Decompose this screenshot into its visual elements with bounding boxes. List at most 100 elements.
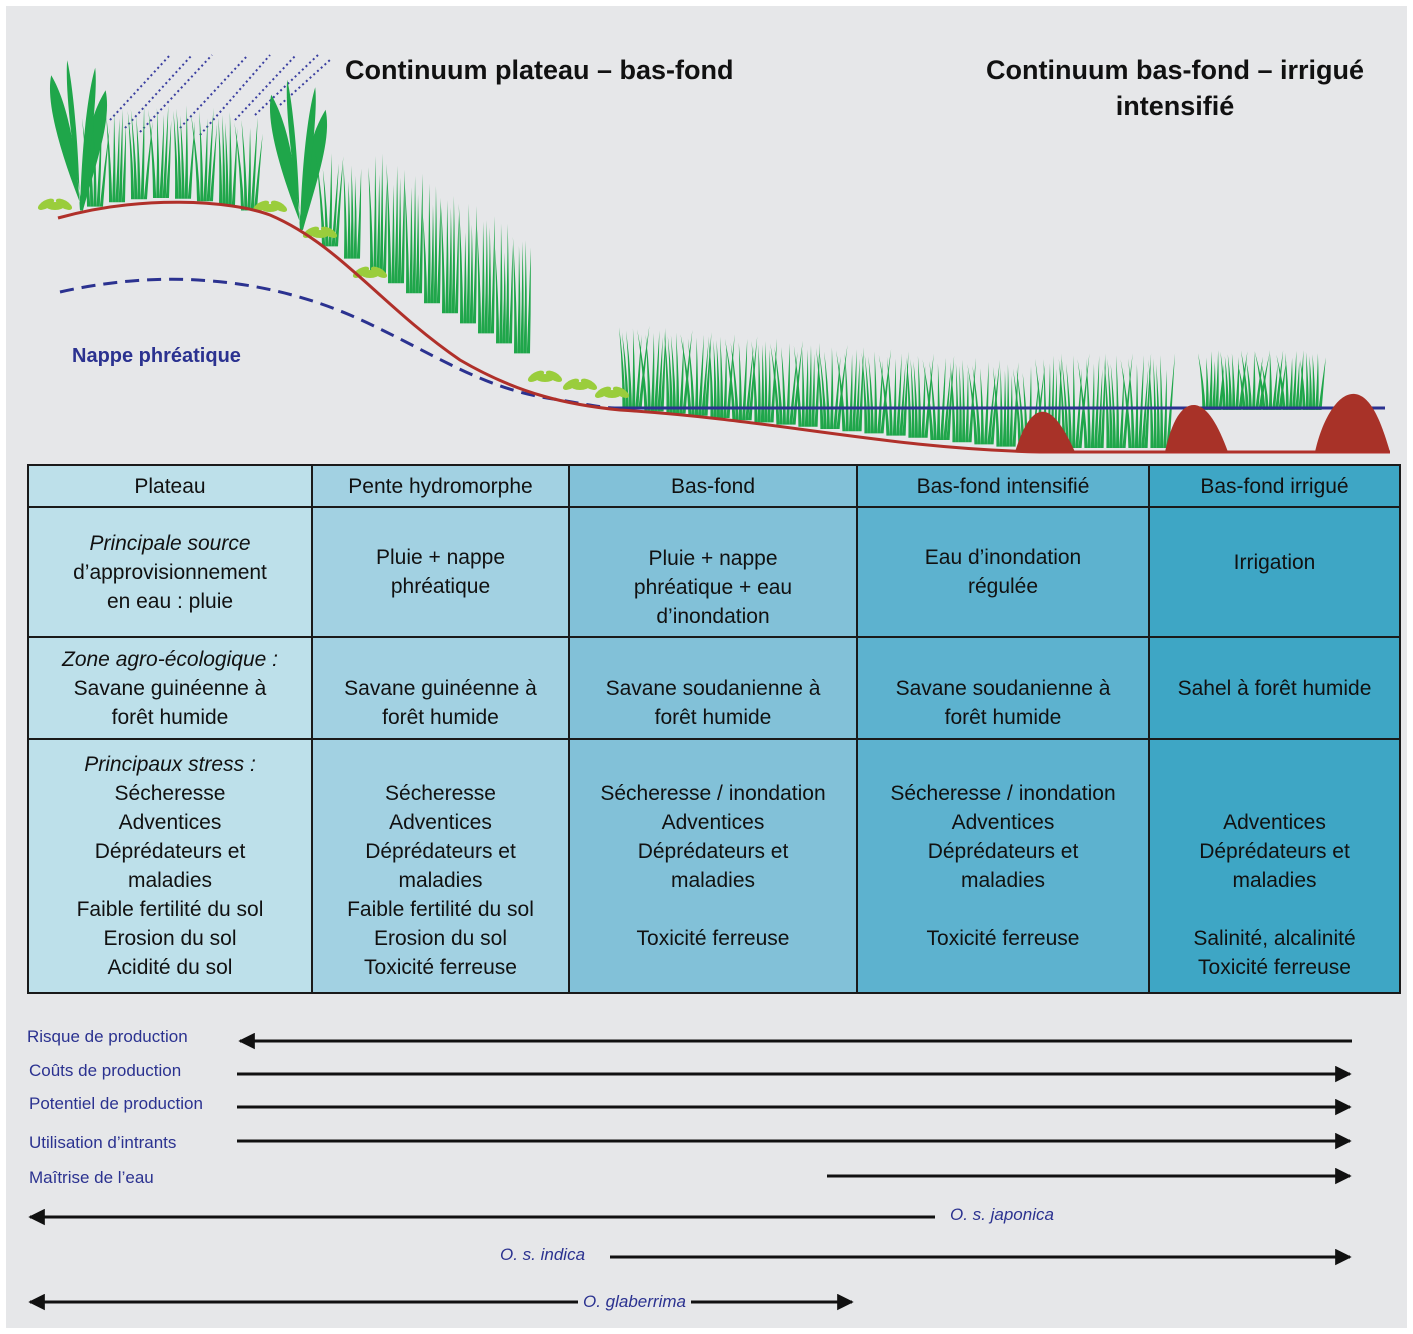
plant-leaf [203, 118, 208, 202]
plant-leaf [967, 364, 978, 445]
plant-leaf [1208, 351, 1213, 410]
cell-line: maladies [960, 869, 1046, 892]
plant-leaf [878, 354, 890, 436]
cell-line: forêt humide [654, 705, 772, 729]
plant-leaf [760, 344, 765, 423]
cell-line: Adventices [1223, 811, 1326, 834]
plant-leaf [427, 183, 431, 304]
plant-leaf [1212, 361, 1216, 410]
plant-leaf [670, 335, 676, 414]
plant-leaf [1006, 364, 1010, 447]
plant-leaf [1156, 364, 1160, 448]
plant-leaf [234, 122, 245, 211]
plant-leaf [253, 133, 263, 211]
plant-leaf [353, 175, 357, 259]
label-glaberrima: O. glaberrima [578, 1292, 691, 1312]
rice-plants [37, 60, 1326, 449]
plant-leaf [148, 109, 157, 199]
label-couts-production: Coûts de production [29, 1061, 182, 1080]
plant-leaf [1315, 353, 1319, 410]
cell-line: Faible fertilité du sol [347, 898, 534, 921]
bunds [1015, 393, 1390, 452]
landscape-illustration [37, 54, 1390, 454]
plant-leaf [1312, 354, 1316, 410]
cell-line: Pluie + nappe [375, 546, 506, 569]
plant-leaf [902, 351, 909, 436]
table-header-row: Plateau Pente hydromorphe Bas-fond Bas-f… [27, 464, 1401, 508]
plant-leaf [943, 368, 952, 440]
plant-leaf [626, 330, 632, 410]
plant-leaf [774, 346, 783, 425]
plant-leaf [481, 221, 485, 334]
cell-line: Adventices [389, 811, 492, 834]
plant-leaf [1107, 358, 1113, 448]
plant-leaf [523, 240, 527, 354]
plant-leaf [404, 180, 410, 294]
plant-leaf [748, 336, 758, 421]
seedling-leaf [370, 266, 388, 278]
plant-leaf [1295, 361, 1300, 410]
plant-leaf [814, 342, 820, 427]
cell-agro-zone-intensifie: Savane soudanienne à forêt humide [856, 636, 1150, 740]
plant-leaf [490, 216, 495, 334]
plant-leaf [645, 334, 651, 412]
cell-line: phréatique + eau [633, 575, 793, 599]
plant-leaf [347, 181, 351, 259]
plant-leaf [789, 351, 798, 425]
plant-leaf [187, 121, 196, 199]
header-bas-fond-intensifie: Bas-fond intensifié [856, 464, 1150, 508]
cell-stress-plateau: Principaux stress : Sécheresse Adventice… [27, 738, 313, 994]
plant-leaf [440, 201, 446, 314]
plant-leaf [156, 108, 160, 199]
table-row-stress: Principaux stress : Sécheresse Adventice… [27, 738, 1401, 994]
plant-leaf [454, 214, 459, 314]
plant-leaf [173, 110, 179, 199]
cell-stress-irrigue: Adventices Déprédateurs et maladies Sali… [1148, 738, 1401, 994]
plant-leaf [209, 123, 218, 202]
cell-agro-zone-irrigue: Sahel à forêt humide [1148, 636, 1401, 740]
plant-leaf [286, 79, 303, 230]
plant-leaf [451, 196, 455, 314]
header-plateau: Plateau [27, 464, 313, 508]
plant-leaf [622, 332, 629, 410]
plant-leaf [143, 121, 153, 200]
plant-leaf [81, 118, 91, 207]
plant-leaf [619, 327, 626, 410]
plant-leaf [386, 163, 392, 284]
plant-leaf [1275, 350, 1284, 410]
plant-leaf [250, 117, 258, 211]
row-label-agro-zone: Zone agro-écologique : [62, 647, 278, 671]
plant-leaf [1305, 351, 1309, 410]
plant-leaf [1116, 355, 1120, 448]
plant-leaf [343, 163, 348, 259]
plant-leaf [1240, 350, 1249, 410]
plant-leaf [899, 363, 906, 436]
plant-leaf [1104, 359, 1110, 448]
plant-leaf [1110, 363, 1116, 448]
plant-leaf [463, 232, 467, 324]
cell-agro-zone-bas-fond: Savane soudanienne à forêt humide [568, 636, 858, 740]
plant-leaf [1300, 359, 1306, 410]
plant-leaf [222, 114, 226, 206]
plant-leaf [858, 347, 864, 432]
plant-leaf [505, 223, 509, 344]
plant-leaf [1231, 353, 1236, 410]
plant-leaf [93, 122, 97, 207]
plant-leaf [980, 368, 984, 445]
plant-leaf [720, 336, 724, 418]
plant-leaf [723, 344, 727, 418]
plant-leaf [225, 122, 229, 206]
plant-leaf [502, 252, 506, 344]
plant-leaf [833, 356, 841, 429]
cell-agro-zone-pente: Savane guinéenne à forêt humide [311, 636, 570, 740]
plant-leaf [382, 181, 387, 274]
table-row-water-source: Principale source d’approvisionnement en… [27, 506, 1401, 638]
cell-line: Savane soudanienne à [605, 676, 821, 700]
plant-leaf [635, 335, 642, 410]
seedling-leaf [55, 198, 73, 210]
plant-leaf [868, 356, 874, 434]
plant-leaf [1215, 350, 1219, 410]
plant-leaf [1285, 352, 1289, 410]
header-bas-fond: Bas-fond [568, 464, 858, 508]
plant-leaf [924, 353, 934, 438]
